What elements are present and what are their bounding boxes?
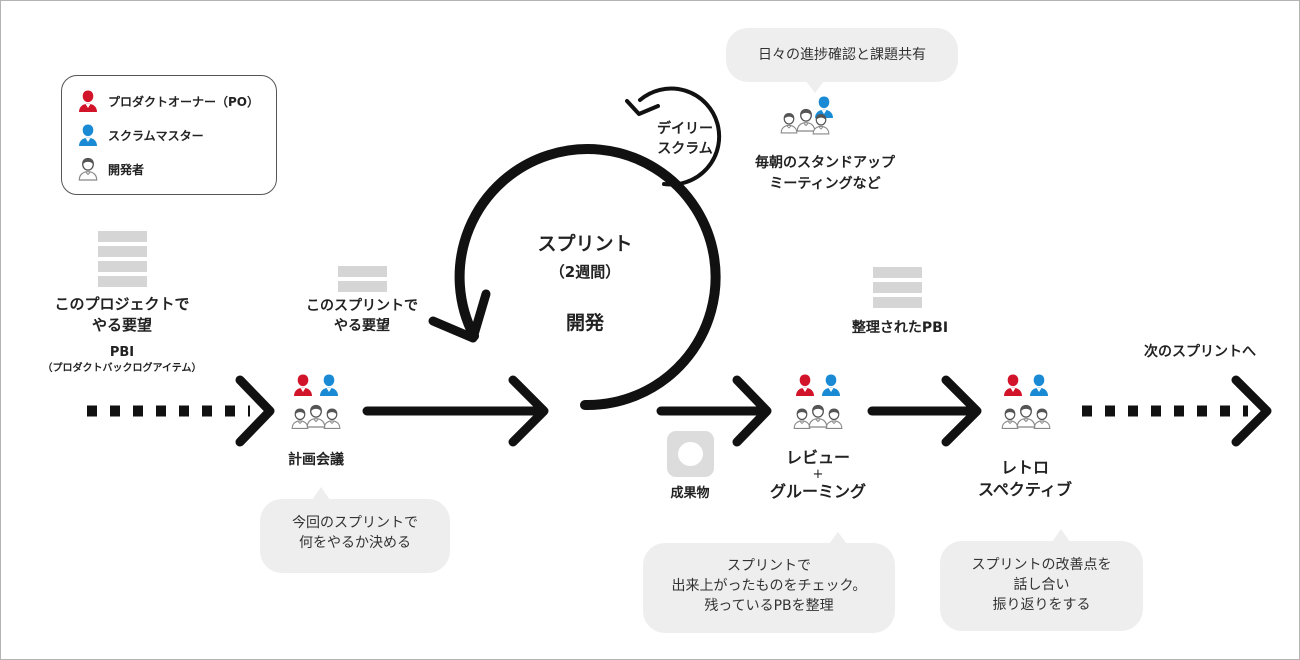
planning-label: 計画会議 [288, 452, 344, 468]
daily-scrum-label: デイリー スクラム [657, 121, 713, 157]
daily-scrum-bubble: 日々の進捗確認と課題共有 [726, 28, 958, 93]
sprint-cycle-arc [454, 144, 721, 411]
retro-bubble: スプリントの改善点を 話し合い 振り返りをする [940, 529, 1143, 631]
refined-pbi-icon [873, 267, 922, 308]
legend-label: スクラムマスター [108, 128, 204, 143]
legend-item-scrum-master: スクラムマスター [78, 122, 204, 148]
product-backlog-title: このプロジェクトで やる要望 [54, 295, 190, 334]
pbi-abbr: PBI [109, 345, 135, 360]
arrow-head-in [235, 375, 275, 447]
sprint-duration: （2週間） [549, 263, 621, 281]
review-team-icon [792, 373, 844, 435]
arrow-head-review [732, 375, 772, 447]
increment-label: 成果物 [670, 486, 710, 501]
pbi-full-name: （プロダクトバックログアイテム） [42, 363, 202, 374]
refined-pbi-label: 整理されたPBI [851, 320, 949, 336]
sprint-backlog-title: このスプリントで やる要望 [306, 298, 418, 334]
review-label: レビュー + グルーミング [769, 448, 866, 501]
daily-scrum-desc: 毎朝のスタンドアップ ミーティングなど [755, 155, 895, 192]
legend-item-developer: 開発者 [78, 156, 144, 182]
arrow-head-out [1231, 375, 1272, 447]
sprint-title: スプリント [537, 233, 633, 255]
sprint-backlog-icon [338, 266, 387, 292]
product-backlog-icon [98, 231, 147, 287]
legend-label: 開発者 [108, 162, 145, 177]
next-sprint-label: 次のスプリントへ [1144, 344, 1256, 360]
retro-team-icon [1000, 373, 1052, 435]
review-bubble: スプリントで 出来上がったものをチェック。 残っているPBを整理 [643, 532, 895, 633]
planning-bubble: 今回のスプリントで 何をやるか決める [260, 487, 450, 573]
planning-team-icon [290, 373, 342, 435]
sprint-cycle-arrowhead [428, 289, 491, 343]
retro-label: レトロ スペクティブ [978, 458, 1072, 499]
daily-team-icon [780, 96, 833, 135]
daily-scrum-arc [638, 86, 722, 187]
legend-item-po: プロダクトオーナー（PO） [78, 88, 259, 114]
daily-scrum-arrowhead [625, 99, 660, 116]
arrow-head-retro [941, 375, 982, 447]
sprint-activity: 開発 [565, 312, 604, 334]
legend-label: プロダクトオーナー（PO） [108, 94, 259, 109]
arrow-head-planning [508, 375, 549, 447]
legend-box: プロダクトオーナー（PO） スクラムマスター 開発者 [61, 75, 277, 195]
increment-icon [667, 431, 714, 477]
